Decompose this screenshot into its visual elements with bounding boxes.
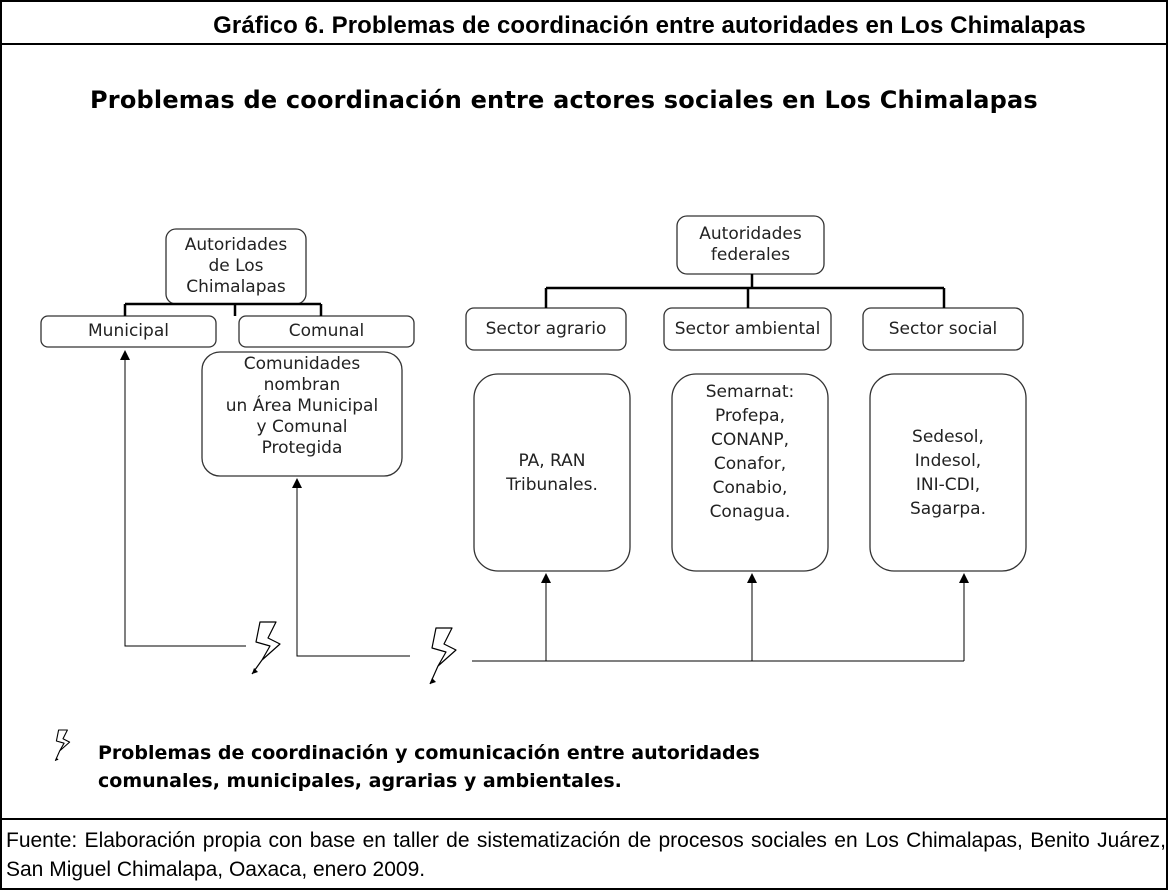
box-agrario-detalle [473,373,631,572]
node-sector-agrario: Sector agrario [485,318,607,339]
node-sector-social: Sector social [888,318,998,339]
node-municipal: Municipal [88,321,169,341]
figure-title: Gráfico 6. Problemas de coordinación ent… [213,12,1086,39]
arrow-to-comunidades [292,478,302,657]
node-ambiental-detalle: Semarnat: Profepa, CONANP, Conafor, Cona… [705,382,795,522]
source-note: Fuente: Elaboración propia con base en t… [6,829,1166,881]
node-comunal: Comunal [288,321,365,341]
node-agrario-detalle: PA, RAN Tribunales. [506,450,598,495]
lightning-icon [429,627,457,685]
arrow-to-municipal [120,350,246,647]
node-social-detalle: Sedesol, Indesol, INI-CDI, Sagarpa. [909,426,987,519]
node-comunidades: Comunidades nombran un Área Municipal y … [225,354,379,458]
box-municipal [40,315,217,348]
lightning-icon [54,729,71,762]
box-social-detalle [869,373,1027,572]
node-autoridades-chimalapas: Autoridades de Los Chimalapas [184,235,288,297]
legend-text: Problemas de coordinación y comunicación… [98,742,760,792]
node-sector-ambiental: Sector ambiental [674,318,821,339]
box-comunidades [201,351,403,477]
node-autoridades-federales: Autoridades federales [699,224,802,265]
diagram-title: Problemas de coordinación entre actores … [90,86,1038,114]
box-ambiental-detalle [671,373,829,572]
box-comunal [238,315,415,348]
lightning-icon [251,621,281,675]
box-autoridades-federales [676,215,825,275]
